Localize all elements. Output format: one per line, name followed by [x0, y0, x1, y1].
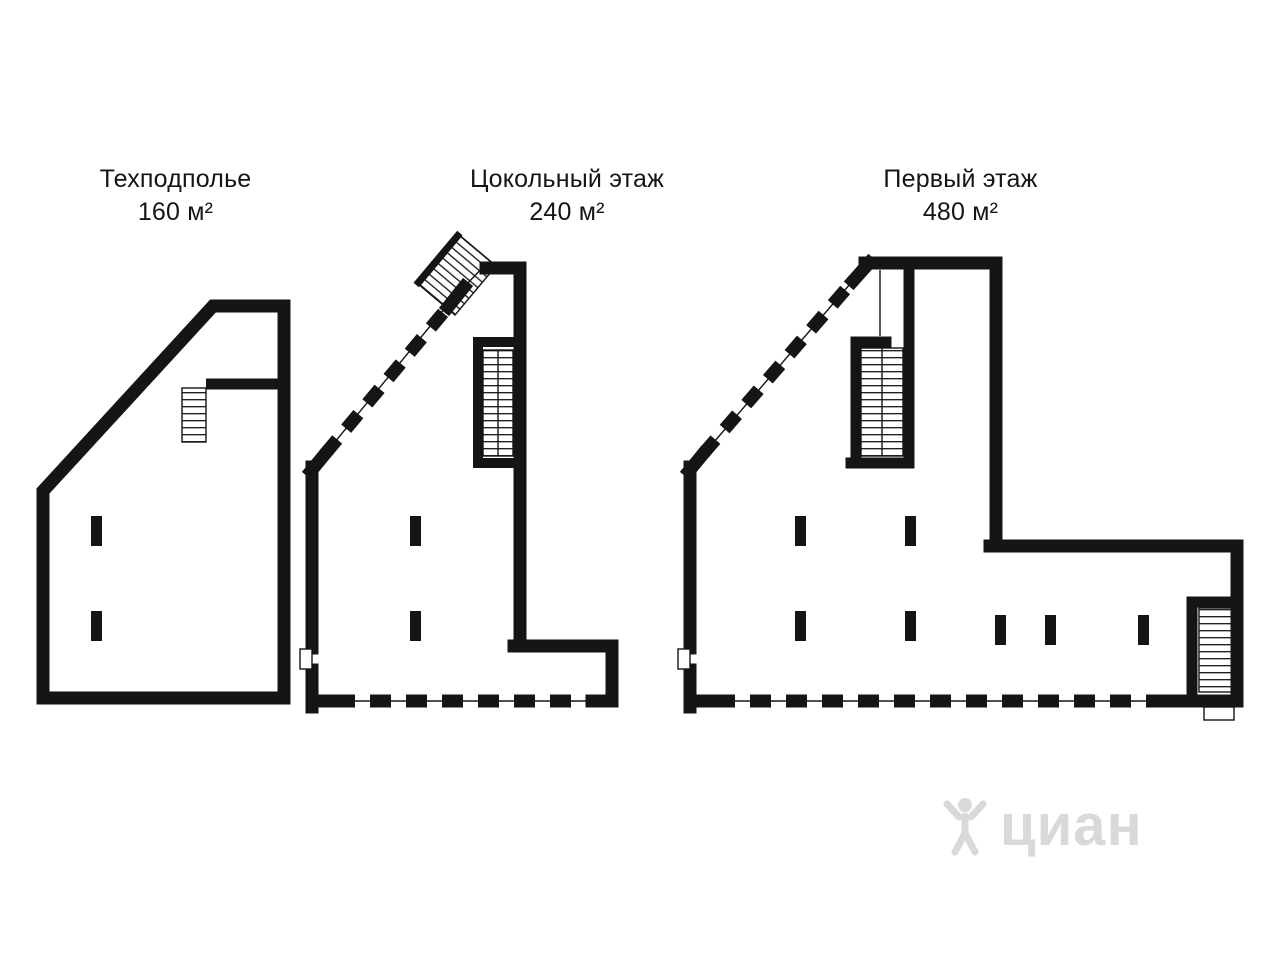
- plan-1-area: 160 м²: [137, 198, 214, 226]
- plan-3-label: Первый этаж 480 м²: [833, 163, 1088, 229]
- plan-1-stairs: [181, 387, 207, 443]
- plan-3-title: Первый этаж: [883, 165, 1038, 193]
- plan-2-column: [410, 516, 421, 546]
- plan-3-diagonal-windows: [698, 276, 858, 459]
- plan-3-column: [1138, 615, 1149, 645]
- cian-watermark-text: циан: [1000, 793, 1143, 858]
- plan-3-area: 480 м²: [922, 198, 999, 226]
- plan-2-entrance-opening: [463, 263, 487, 288]
- plan-3-right-wing-wall: [983, 539, 1244, 708]
- plan-3-diagonal-wall: [679, 444, 713, 481]
- plan-1-column: [91, 611, 102, 641]
- plan-1-outer-wall: [36, 299, 291, 705]
- plan-2-drawing: [299, 230, 619, 714]
- plan-2-extension-wall: [507, 639, 619, 708]
- plan-2-area: 240 м²: [529, 198, 605, 226]
- plan-3-column: [995, 615, 1006, 645]
- plan-1-drawing: [36, 299, 291, 705]
- plan-3-wall-niche: [677, 648, 691, 670]
- plan-2-wall-niche: [299, 648, 313, 670]
- plan-3-diagonal-wall: [843, 253, 879, 291]
- plan-3-column: [905, 516, 916, 546]
- cian-person-icon: [943, 797, 987, 855]
- plan-3-column: [905, 611, 916, 641]
- plan-3-br-stairs: [1198, 607, 1233, 693]
- plan-2-diagonal-wall: [301, 444, 335, 481]
- plan-2-entrance-stair: [413, 230, 498, 316]
- plan-2-diagonal-wall: [438, 277, 474, 317]
- plan-3-drawing: [677, 253, 1244, 721]
- plan-1-label: Техподполье 160 м²: [58, 163, 293, 229]
- plan-2-right-wall: [479, 261, 527, 653]
- plan-3-column: [1045, 615, 1056, 645]
- plan-2-stair-enclosure: [473, 337, 520, 468]
- plan-2-label: Цокольный этаж 240 м²: [437, 163, 697, 229]
- plan-2-title: Цокольный этаж: [469, 165, 665, 193]
- plan-3-entrance-step: [1203, 706, 1235, 721]
- plan-1-column: [91, 516, 102, 546]
- plan-1-title: Техподполье: [99, 165, 252, 193]
- plan-2-column: [410, 611, 421, 641]
- plan-3-column: [795, 611, 806, 641]
- cian-watermark: циан: [942, 792, 1143, 859]
- plan-3-column: [795, 516, 806, 546]
